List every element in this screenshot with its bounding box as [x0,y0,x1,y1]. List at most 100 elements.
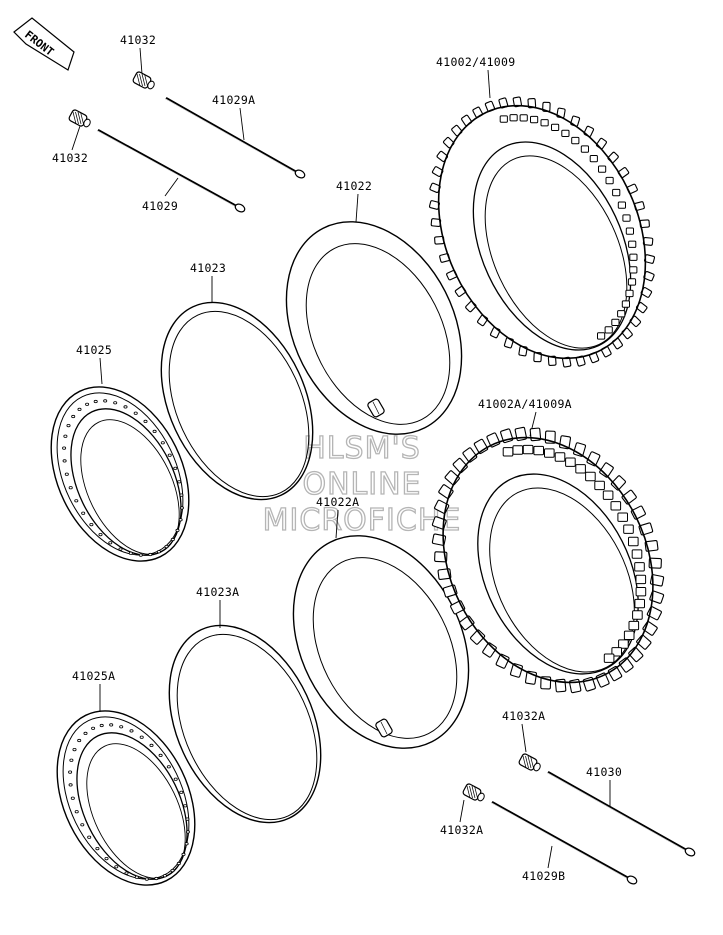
label-41002A[interactable]: 41002A/41009A [478,397,572,411]
tread-block [519,114,528,122]
label-41023[interactable]: 41023 [190,261,226,275]
nipple-41032-left [68,109,91,128]
tread-block [617,310,626,318]
tread-lug [451,124,463,137]
tread-lug [583,125,595,138]
tread-block [512,445,524,455]
label-41025A[interactable]: 41025A [72,669,115,683]
tread-block [610,501,622,511]
label-41025[interactable]: 41025 [76,343,112,357]
tread-lug [610,475,626,491]
tread-block [623,524,634,534]
tread-block [598,165,607,173]
nipple-41032-top [132,71,155,90]
nipple-41032A-left [462,783,485,802]
tread-block [618,639,629,649]
tread-block [540,119,549,127]
label-41032-top[interactable]: 41032 [120,33,156,47]
tread-block [622,214,631,222]
leader-line [547,845,553,869]
tread-lug [459,615,475,631]
tread-lug [595,137,607,150]
nipple-41032A-right [518,753,541,772]
tread-block [530,115,539,124]
watermark-line-2: ONLINE [302,467,421,502]
label-41032-left[interactable]: 41032 [52,151,88,165]
tread-block [509,114,518,122]
tread-block [625,289,634,298]
part-labels: 41032 41029A 41032 41029 41002/41009 410… [52,33,622,883]
tread-block [554,452,566,462]
tread-block [611,318,620,327]
tread-block [628,536,639,547]
tread-block [632,610,643,620]
tread-lug [649,574,665,587]
tread-block [628,240,637,248]
tread-block [629,266,638,274]
tread-lug [618,657,634,673]
label-41022A[interactable]: 41022A [316,495,359,509]
tread-block [544,448,555,458]
tread-block [617,512,629,522]
tread-block [611,647,623,657]
tread-block [621,300,630,308]
tread-block [602,490,614,500]
rim-band-41023A [168,624,322,824]
tread-block [499,115,508,123]
tread-block [565,457,576,467]
tread-block [635,574,647,585]
tread-block [627,278,637,286]
label-41030[interactable]: 41030 [586,765,622,779]
tread-lug [611,337,623,350]
tread-block [561,129,570,137]
tread-block [585,471,596,482]
tread-lug [477,314,489,327]
drawings [50,47,696,886]
tread-block [617,201,626,209]
spoke-41029B [491,801,638,885]
inner-tube-41022 [285,221,463,435]
leader-line [335,509,339,539]
tire-41002 [428,96,656,368]
label-41022[interactable]: 41022 [336,179,372,193]
watermark-line-3: MICROFICHE [263,503,462,538]
leader-line [487,69,491,99]
tread-block [533,445,545,456]
watermark: HLSM'S ONLINE MICROFICHE [262,430,462,538]
leader-line [521,723,527,753]
label-41029B[interactable]: 41029B [522,869,565,883]
label-41002[interactable]: 41002/41009 [436,55,515,69]
tread-lug [470,629,486,645]
tread-lug [462,447,478,463]
label-41032A-r[interactable]: 41032A [502,709,545,723]
tread-block [589,155,598,163]
tread-block [635,587,647,597]
tread-block [605,176,614,185]
spoke-41029 [97,129,246,213]
leader-line [99,357,103,385]
tread-block [634,598,646,609]
leader-line [459,799,465,823]
label-41023A[interactable]: 41023A [196,585,239,599]
tread-block [594,480,605,491]
tread-block [628,620,640,631]
label-41032A-l[interactable]: 41032A [440,823,483,837]
label-41029A[interactable]: 41029A [212,93,255,107]
tread-block [571,136,580,145]
label-41029[interactable]: 41029 [142,199,178,213]
leader-lines [71,47,611,869]
tread-block [623,630,635,640]
tread-lug [586,451,601,467]
leader-line [355,193,359,223]
tread-lug [431,533,447,546]
watermark-line-1: HLSM'S [303,431,421,466]
rim-41025 [50,386,190,562]
tread-lug [621,327,633,340]
spoke-41030 [547,771,696,857]
rim-41025A [56,710,196,886]
tread-block [502,447,514,457]
tread-lug [599,462,614,478]
tread-block [631,549,643,559]
